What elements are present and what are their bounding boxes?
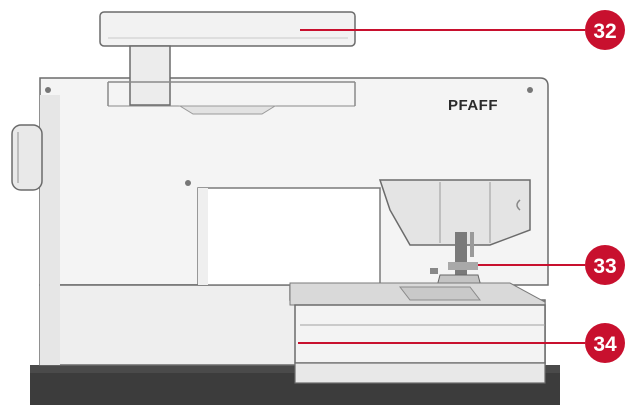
handle bbox=[99, 11, 356, 115]
callout-number-32: 32 bbox=[593, 20, 616, 43]
callout-number-34: 34 bbox=[593, 333, 617, 356]
sewing-head bbox=[378, 179, 531, 246]
callout-leaders bbox=[298, 29, 585, 344]
handwheel bbox=[11, 124, 43, 191]
callout-badge-34: 34 bbox=[585, 323, 625, 363]
callout-number-33: 33 bbox=[593, 255, 616, 278]
needle-plate bbox=[289, 282, 546, 306]
brand-label: PFAFF bbox=[448, 97, 498, 114]
callout-badge-32: 32 bbox=[585, 10, 625, 50]
callout-badge-33: 33 bbox=[585, 245, 625, 285]
accessory-tray bbox=[294, 304, 546, 384]
